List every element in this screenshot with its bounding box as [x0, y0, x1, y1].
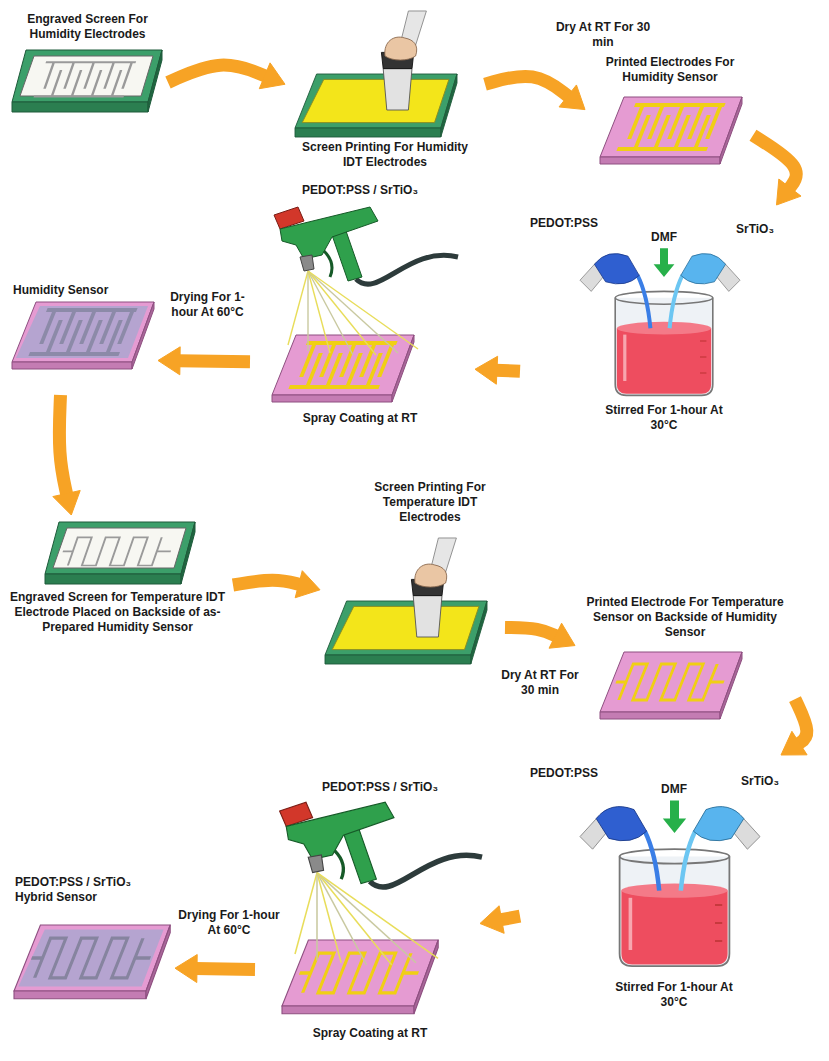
- arrow-head: [259, 63, 285, 89]
- arrow-shaft: [500, 916, 520, 920]
- arrow-head: [53, 490, 80, 515]
- step-caption: Spray Coating at RT: [303, 411, 418, 426]
- step-caption: PEDOT:PSS: [530, 766, 598, 781]
- edge-label: Drying For 1-hour At 60°C: [176, 908, 282, 938]
- process-arrow: [753, 135, 801, 205]
- step-caption: PEDOT:PSS / SrTiO₃ Hybrid Sensor: [15, 875, 170, 905]
- process-step: PEDOT:PSS / SrTiO₃ Spray Coating at RT: [255, 775, 480, 1045]
- mixing-beaker: [580, 248, 740, 395]
- process-step: PEDOT:PSS / SrTiO₃ Hybrid Sensor: [10, 872, 175, 1020]
- arrow-head: [158, 347, 180, 375]
- process-arrow: [233, 571, 320, 598]
- process-step: Humidity Sensor: [8, 280, 158, 395]
- step-caption: DMF: [651, 230, 677, 245]
- process-step: PEDOT:PSS / SrTiO₃ Spray Coating at RT: [250, 180, 475, 429]
- spray-target: [282, 940, 438, 1014]
- process-arrow: [175, 955, 255, 983]
- arrow-head: [175, 955, 197, 983]
- step-caption: Stirred For 1-hour At 30°C: [604, 980, 744, 1010]
- arrow-shaft: [495, 370, 520, 371]
- edge-label: Drying For 1-hour At 60°C: [160, 290, 255, 320]
- arrow-head: [295, 571, 320, 598]
- process-arrow: [158, 347, 250, 375]
- process-step: Printed Electrodes For Humidity Sensor: [585, 52, 753, 180]
- step-caption: Stirred For 1-hour At 30°C: [594, 403, 734, 433]
- engraved-screen: [45, 522, 195, 584]
- process-arrow: [505, 623, 575, 648]
- process-step: PEDOT:PSS DMF SrTiO₃ Stirred For 1-hour At …: [520, 205, 805, 436]
- edge-label: Dry At RT For 30 min: [548, 20, 658, 50]
- screen-printer: [325, 538, 487, 664]
- step-caption: PEDOT:PSS: [530, 216, 598, 231]
- step-caption: Spray Coating at RT: [313, 1026, 428, 1041]
- step-caption: Humidity Sensor: [13, 283, 108, 298]
- arrow-shaft: [485, 76, 569, 97]
- arrow-head: [549, 623, 575, 648]
- screen-printer: [295, 11, 457, 137]
- process-arrow: [168, 63, 285, 89]
- step-caption: Printed Electrode For Temperature Sensor…: [580, 595, 790, 640]
- step-caption: Printed Electrodes For Humidity Sensor: [590, 55, 750, 85]
- arrow-head: [475, 356, 498, 384]
- edge-label: Dry At RT For 30 min: [495, 668, 585, 698]
- process-arrow: [781, 699, 807, 755]
- step-caption: Screen Printing For Temperature IDT Elec…: [360, 480, 500, 525]
- arrow-shaft: [505, 627, 557, 636]
- step-caption: Engraved Screen For Humidity Electrodes: [10, 12, 165, 42]
- spray-gun: [280, 802, 482, 965]
- arrow-head: [777, 179, 802, 205]
- mixing-beaker: [580, 801, 760, 967]
- arrow-shaft: [753, 135, 796, 189]
- arrow-shaft: [178, 354, 250, 368]
- process-step: Engraved Screen For Humidity Electrodes: [7, 9, 168, 114]
- hybrid-sensor: [14, 925, 170, 999]
- coated-sensor: [12, 302, 154, 369]
- process-step: Engraved Screen for Temperature IDT Elec…: [2, 515, 233, 655]
- step-caption: Engraved Screen for Temperature IDT Elec…: [5, 590, 230, 635]
- arrow-shaft: [195, 962, 255, 976]
- step-caption: PEDOT:PSS / SrTiO₃: [322, 780, 438, 795]
- process-step: Screen Printing For Humidity IDT Electro…: [285, 10, 485, 175]
- step-caption: PEDOT:PSS / SrTiO₃: [302, 183, 418, 198]
- process-arrow: [475, 356, 520, 384]
- step-caption: DMF: [661, 782, 687, 797]
- process-arrow: [485, 76, 585, 109]
- process-step: Screen Printing For Temperature IDT Elec…: [320, 477, 505, 665]
- process-arrow: [53, 395, 80, 515]
- spray-target: [272, 335, 414, 402]
- spray-gun: [274, 207, 458, 355]
- step-caption: SrTiO₃: [741, 774, 779, 789]
- arrow-shaft: [233, 580, 301, 585]
- arrow-head: [480, 906, 504, 934]
- printed-substrate: [600, 97, 742, 164]
- arrow-shaft: [59, 395, 67, 495]
- printed-substrate: [600, 652, 742, 719]
- arrow-shaft: [168, 65, 267, 82]
- engraved-screen: [12, 50, 162, 112]
- process-step: PEDOT:PSS DMF SrTiO₃ Stirred For 1-hour At …: [520, 755, 810, 1015]
- step-caption: SrTiO₃: [736, 222, 774, 237]
- process-step: Printed Electrode For Temperature Sensor…: [575, 592, 795, 745]
- process-arrow: [480, 906, 520, 934]
- arrow-head: [781, 731, 807, 755]
- arrow-shaft: [795, 699, 807, 744]
- step-caption: Screen Printing For Humidity IDT Electro…: [300, 140, 470, 170]
- arrow-head: [559, 85, 585, 110]
